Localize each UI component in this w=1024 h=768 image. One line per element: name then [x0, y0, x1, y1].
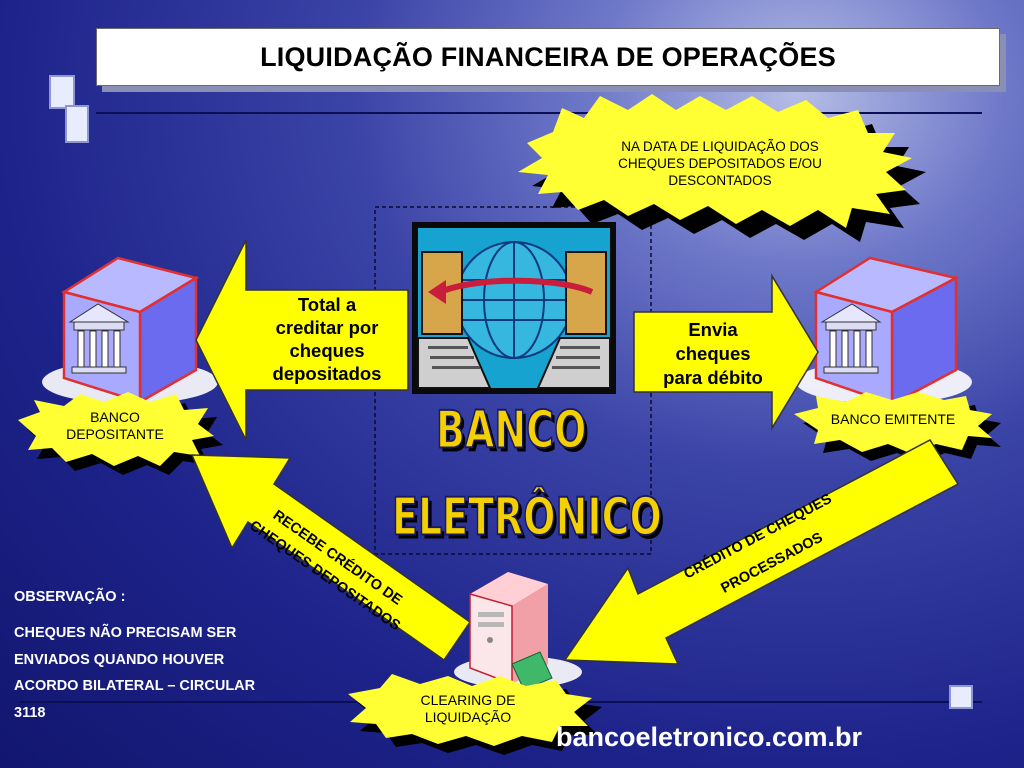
banco-depositante-line-2: DEPOSITANTE	[66, 426, 164, 442]
observacao-body: CHEQUES NÃO PRECISAM SER ENVIADOS QUANDO…	[14, 620, 255, 726]
clearing-line-1: CLEARING DE	[420, 692, 516, 708]
clearing-label: CLEARING DE LIQUIDAÇÃO	[388, 692, 548, 726]
burst-clearing	[348, 674, 602, 755]
arrow-left-text: Total a creditar por cheques depositados	[244, 293, 410, 385]
footer-url: bancoeletronico.com.br	[556, 722, 863, 752]
decor-squares-icon	[49, 75, 89, 143]
burst-banco-depositante	[18, 392, 223, 475]
arrow-emitente-to-clearing	[563, 439, 960, 665]
burst-banco-emitente	[794, 392, 1001, 463]
callout-top-line-3: DESCONTADOS	[668, 173, 772, 188]
callout-top-line-2: CHEQUES DEPOSITADOS E/OU	[618, 156, 822, 171]
arrow-left-line-4: depositados	[272, 363, 382, 384]
page-title: LIQUIDAÇÃO FINANCEIRA DE OPERAÇÕES	[260, 41, 836, 72]
center-label-banco: BANCO	[435, 399, 587, 460]
bank-building-icon-right	[796, 256, 972, 407]
observacao-line-2: ENVIADOS QUANDO HOUVER	[14, 651, 225, 668]
banco-depositante-label: BANCO DEPOSITANTE	[40, 409, 190, 443]
clearing-line-2: LIQUIDAÇÃO	[424, 709, 512, 725]
observacao-line-4: 3118	[14, 704, 46, 721]
banco-depositante-line-1: BANCO	[90, 409, 140, 425]
observacao-title: OBSERVAÇÃO :	[14, 589, 126, 605]
arrow-left-line-1: Total a	[297, 294, 357, 315]
arrow-left-to-depositante	[195, 239, 409, 441]
center-label-eletronico: ELETRÔNICO	[391, 486, 662, 547]
server-tower-icon	[454, 572, 582, 691]
banco-emitente-label: BANCO EMITENTE	[830, 411, 956, 427]
arrow-right-line-2: cheques	[675, 343, 751, 364]
bank-building-icon-left	[42, 256, 218, 405]
arrow-left-line-2: creditar por	[275, 317, 379, 338]
callout-top-text: NA DATA DE LIQUIDAÇÃO DOS CHEQUES DEPOSI…	[580, 138, 860, 189]
callout-top-line-1: NA DATA DE LIQUIDAÇÃO DOS	[621, 139, 819, 154]
arrow-right-line-3: para débito	[663, 367, 763, 388]
observacao-line-3: ACORDO BILATERAL – CIRCULAR	[14, 678, 256, 694]
arrow-left-line-3: cheques	[289, 340, 365, 361]
computer-network-globe-icon	[412, 222, 616, 394]
arrow-right-text: Envia cheques para débito	[640, 318, 786, 390]
observacao-line-1: CHEQUES NÃO PRECISAM SER	[14, 625, 237, 641]
title-box: LIQUIDAÇÃO FINANCEIRA DE OPERAÇÕES	[96, 28, 1000, 86]
arrow-clearing-to-depositante	[190, 454, 472, 662]
footer-square-icon	[949, 685, 973, 709]
arrow-right-to-emitente	[633, 273, 819, 431]
arrow-right-line-1: Envia	[688, 319, 738, 340]
top-burst-callout	[518, 94, 926, 242]
